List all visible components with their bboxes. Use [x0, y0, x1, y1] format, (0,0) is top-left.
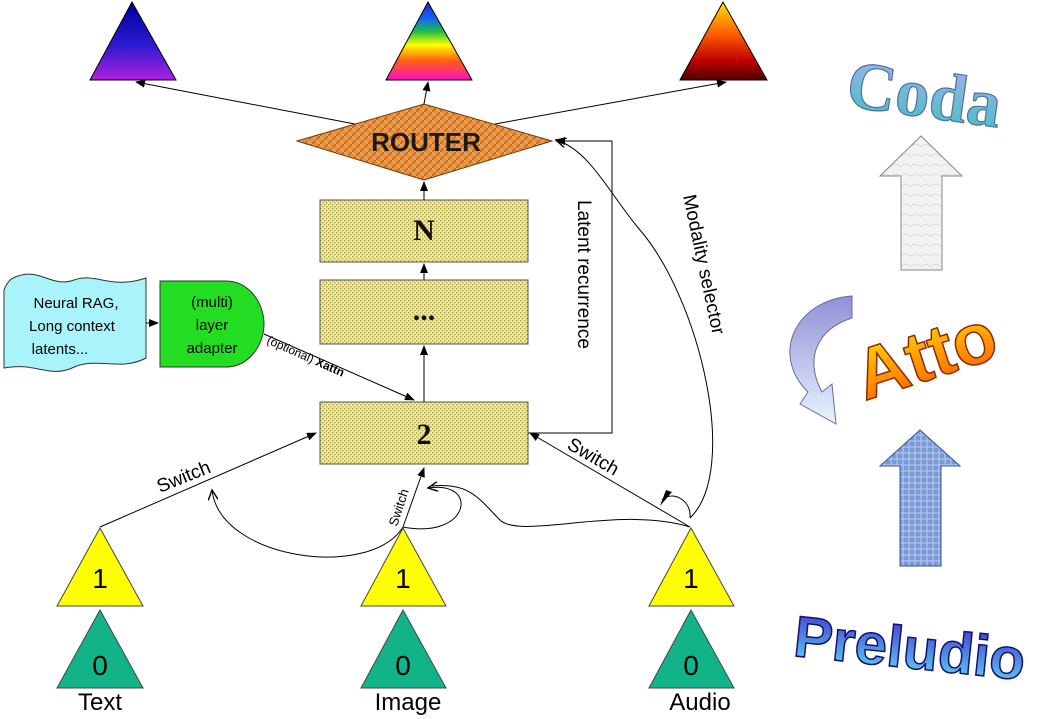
edge-image-to-text-curve	[212, 490, 404, 558]
edge-modality-selector	[556, 140, 714, 519]
edge-text-switch	[99, 432, 317, 528]
stage-preludio-label: Preludio	[791, 604, 1029, 693]
switch-image-label: Switch	[386, 487, 412, 528]
audio-layer-1	[648, 526, 735, 607]
adapter-line-1: (multi)	[191, 294, 233, 311]
stage-atto-label: Atto	[845, 295, 1007, 416]
edge-router-to-output-3	[494, 79, 727, 125]
router-diamond	[295, 103, 554, 181]
edge-latent-recurrence	[528, 137, 613, 434]
edge-router-to-output-1	[135, 79, 361, 126]
switch-text-label: Switch	[154, 457, 214, 497]
memory-document	[3, 273, 147, 372]
edge-audio-switch	[529, 432, 691, 528]
edge-adapter-xattn	[263, 333, 415, 401]
stage-panel: Coda Atto Preludio	[789, 45, 1029, 694]
edge-audio-feedback	[661, 495, 691, 519]
layer-box-2	[319, 401, 529, 465]
audio-layer-0	[648, 608, 735, 689]
modality-selector-label: Modality selector	[678, 193, 728, 337]
modality-selector-arrowhead	[660, 490, 672, 506]
adapter-line-2: layer	[196, 317, 229, 334]
edge-image-self-curve	[402, 487, 462, 530]
audio-layer-0-label: 0	[683, 650, 699, 681]
adapter-line-3: adapter	[187, 340, 238, 357]
audio-layer-1-label: 1	[683, 563, 699, 594]
xattn-prefix: (optional)	[265, 333, 319, 367]
layer-box-2-label: 2	[417, 418, 432, 451]
image-layer-0-label: 0	[395, 650, 411, 681]
memory-line-3: latents...	[32, 341, 89, 358]
layer-box-n-label: N	[413, 214, 435, 247]
loop-arrow	[789, 295, 853, 425]
image-layer-1	[360, 526, 447, 607]
up-arrow-bottom	[878, 429, 962, 567]
router-label: ROUTER	[371, 127, 481, 157]
layer-box-ellipsis-label: ...	[413, 294, 436, 327]
output-triangle-fire	[679, 0, 768, 81]
text-layer-0	[56, 608, 144, 689]
modality-text-label: Text	[78, 689, 122, 716]
adapter-shape	[159, 280, 265, 368]
modality-audio-label: Audio	[669, 689, 730, 716]
edge-router-to-output-2	[422, 81, 431, 105]
image-layer-1-label: 1	[395, 563, 411, 594]
output-triangle-rainbow	[385, 0, 473, 81]
edge-image-switch	[402, 467, 425, 528]
memory-line-2: Long context	[29, 318, 116, 335]
text-layer-1-label: 1	[92, 563, 108, 594]
text-layer-1	[56, 526, 144, 607]
image-layer-0	[360, 608, 447, 689]
memory-line-1: Neural RAG,	[33, 295, 118, 312]
switch-audio-label: Switch	[564, 434, 623, 480]
modality-image-label: Image	[375, 689, 442, 716]
text-layer-0-label: 0	[92, 650, 108, 681]
edge-audio-to-image-curve	[431, 484, 691, 528]
xattn-main: Xattn	[314, 355, 347, 380]
stage-coda-label: Coda	[842, 46, 1006, 143]
latent-recurrence-label: Latent recurrence	[573, 200, 594, 349]
layer-box-n	[319, 199, 529, 263]
output-triangle-blue	[89, 0, 177, 81]
up-arrow-top	[878, 135, 964, 271]
